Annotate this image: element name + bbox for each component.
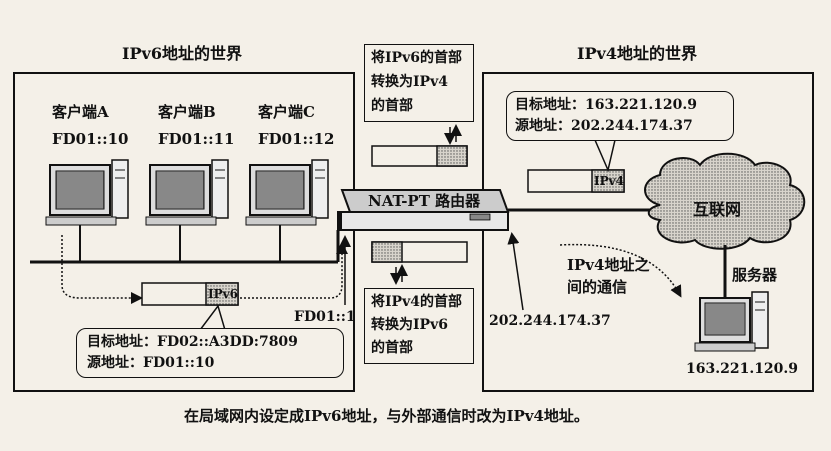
ipv6-callout-pointer [198,304,226,331]
ipv6-address-callout: 目标地址：FD02::A3DD:7809 源地址：FD01::10 [76,328,344,378]
ipv4-callout-pointer [593,139,616,173]
ipv6-router-port-addr: FD01::1 [294,309,356,325]
internet-label: 互联网 [693,200,742,219]
server-addr: 163.221.120.9 [686,361,799,377]
ipv6-flow-arrow-2 [240,242,348,299]
updown-arrow-top-icon [444,124,462,145]
ipv4-port-pointer [507,232,524,311]
ipv4-comm-arrow [559,243,682,298]
ipv6-world-title: IPv6地址的世界 [122,44,242,63]
ipv4-world-box [482,72,814,392]
conversion-bottom-line3: 的首部 [371,340,413,356]
computer-a-icon [45,159,129,262]
server-icon [694,291,769,352]
computer-b-icon [145,159,229,262]
conversion-top-line1: 将IPv6的首部 [371,50,462,66]
internet-cloud-icon [644,152,806,250]
packet-top [371,145,468,167]
ipv6-callout-src: 源地址：FD01::10 [87,355,215,371]
ipv6-callout-dest: 目标地址：FD02::A3DD:7809 [87,334,298,350]
ipv4-comm-note-2: 间的通信 [567,278,628,296]
conversion-bottom-box: 将IPv4的首部 转换为IPv6 的首部 [364,288,474,364]
client-a-name: 客户端A [52,103,109,121]
router-label: NAT-PT 路由器 [368,192,481,210]
conversion-bottom-line1: 将IPv4的首部 [371,294,462,310]
conversion-top-box: 将IPv6的首部 转换为IPv4 的首部 [364,44,474,122]
client-b-addr: FD01::11 [158,130,235,148]
conversion-top-line2: 转换为IPv4 [371,74,448,90]
packet-bottom [371,241,468,263]
client-b-name: 客户端B [158,103,216,121]
ipv4-address-callout: 目标地址：163.221.120.9 源地址：202.244.174.37 [506,91,734,141]
nat-pt-router-icon [337,189,510,231]
ipv4-world-title: IPv4地址的世界 [577,44,697,63]
client-c-name: 客户端C [258,103,315,121]
packet-ipv4 [527,169,625,193]
ipv6-flow-arrow [61,235,143,304]
client-c-addr: FD01::12 [258,130,335,148]
ipv4-callout-src: 源地址：202.244.174.37 [515,118,693,134]
ipv4-router-port-addr: 202.244.174.37 [489,313,611,329]
packet-ipv6 [141,282,239,306]
caption: 在局域网内设定成IPv6地址，与外部通信时改为IPv4地址。 [184,407,589,425]
ipv6-world-box [13,72,355,392]
ipv4-comm-note-1: IPv4地址之 [567,256,650,274]
updown-arrow-bottom-icon [390,264,408,285]
server-name: 服务器 [732,266,778,284]
packet-ipv6-label: IPv6 [208,287,238,301]
packet-ipv4-label: IPv4 [594,174,624,188]
computer-c-icon [245,159,329,262]
conversion-bottom-line2: 转换为IPv6 [371,317,448,333]
client-a-addr: FD01::10 [52,130,129,148]
conversion-top-line3: 的首部 [371,98,413,114]
ipv4-callout-dest: 目标地址：163.221.120.9 [515,97,698,113]
